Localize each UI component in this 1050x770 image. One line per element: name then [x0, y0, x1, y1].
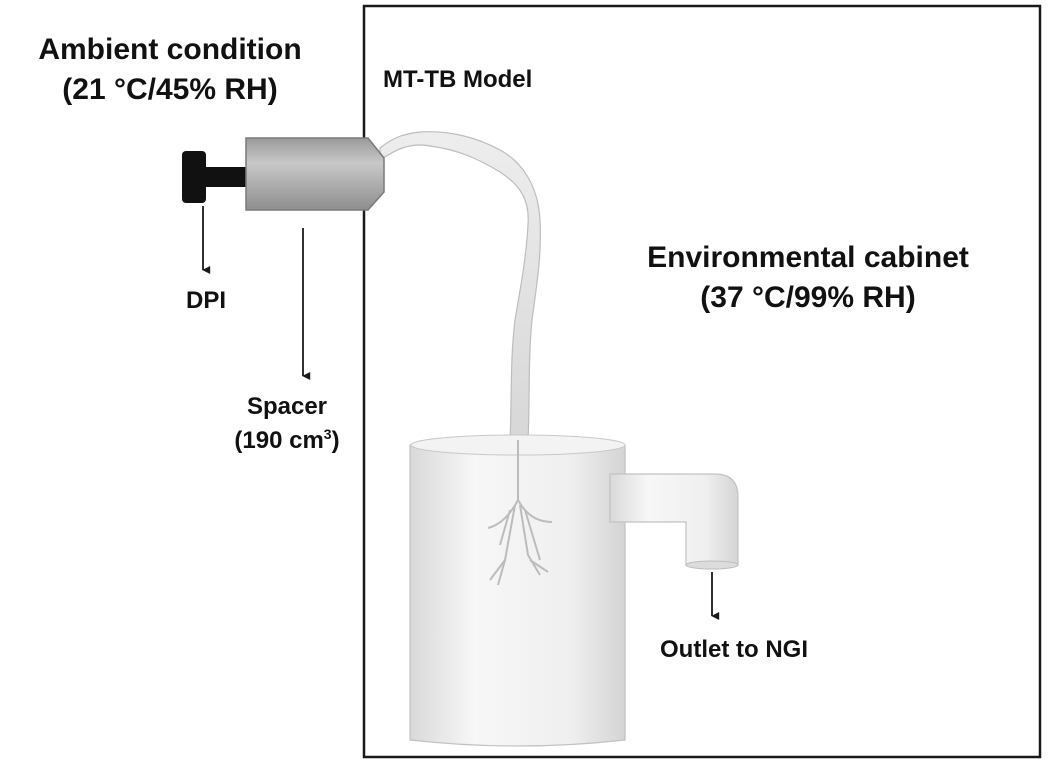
outlet-label: Outlet to NGI	[660, 636, 808, 663]
outlet-pipe-opening	[685, 560, 739, 570]
outlet-pipe	[609, 473, 739, 566]
model-name-label: MT-TB Model	[383, 66, 533, 93]
ambient-condition-label: Ambient condition (21 °C/45% RH)	[10, 30, 330, 110]
spacer-volume-close: )	[331, 427, 340, 454]
spacer-body	[245, 137, 385, 211]
ambient-conditions: (21 °C/45% RH)	[62, 73, 278, 106]
spacer-volume-open: (190 cm	[234, 427, 324, 454]
dpi-label: DPI	[186, 287, 227, 314]
environmental-cabinet-label: Environmental cabinet (37 °C/99% RH)	[613, 238, 1003, 318]
spacer-volume-exponent: 3	[323, 426, 332, 442]
ambient-title: Ambient condition	[38, 33, 302, 66]
cabinet-conditions: (37 °C/99% RH)	[700, 281, 916, 314]
dpi-inhaler-body	[182, 151, 206, 203]
spacer-label: Spacer (190 cm3)	[212, 390, 362, 458]
dpi-inhaler-mouthpiece	[204, 167, 250, 187]
bronchial-tree	[487, 440, 553, 586]
environmental-cabinet-box	[362, 4, 1042, 759]
spacer-volume: (190 cm3)	[212, 424, 362, 458]
cabinet-title: Environmental cabinet	[647, 241, 969, 274]
spacer-title: Spacer	[246, 393, 328, 420]
